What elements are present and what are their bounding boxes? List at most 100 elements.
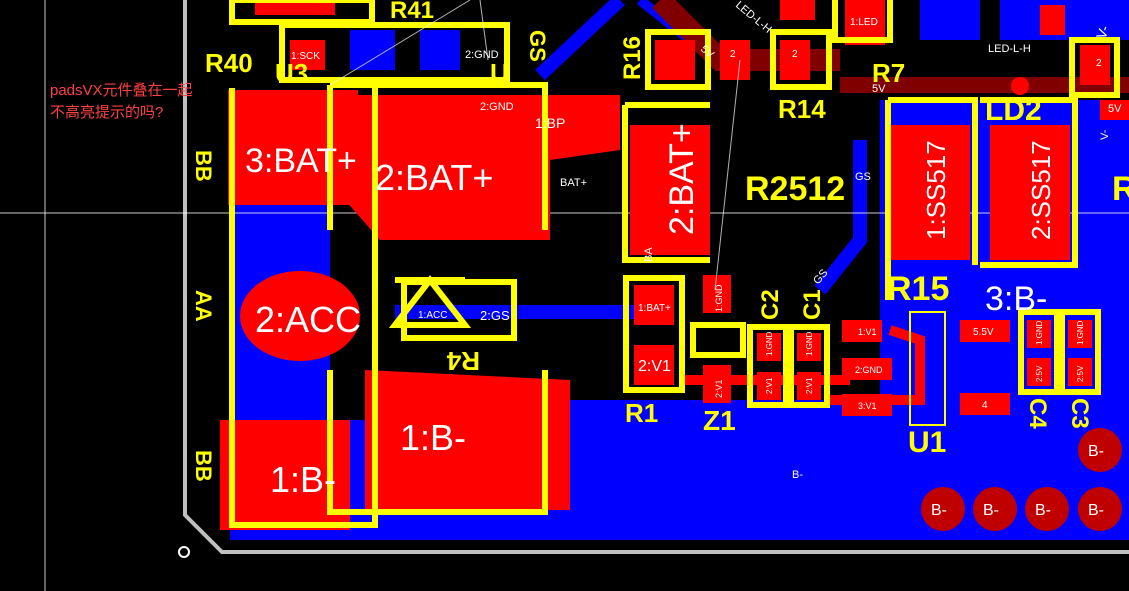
label-bb1: BB (191, 150, 216, 182)
padlabel-bminus1a: 1:B- (270, 459, 336, 500)
silk-u3 (229, 88, 378, 528)
via-b5 (1078, 428, 1122, 472)
via-b3 (1025, 487, 1069, 531)
annotation-note: padsVX元件叠在一起 不高亮提示的吗? (50, 80, 193, 124)
pad-labels: 3:BAT+ 2:BAT+ 2:BAT+ 2:ACC 1:B- 1:B- 3:B… (245, 17, 1104, 519)
ratsnest (329, 0, 741, 291)
padlabel-acc: 2:ACC (255, 299, 361, 340)
pad-c3-2 (1068, 358, 1092, 386)
silk-r1 (623, 275, 685, 393)
net-ba: BA (643, 247, 655, 262)
pad-z1-1gnd (703, 275, 731, 313)
silk-u1 (909, 311, 946, 426)
silk-r16 (622, 102, 710, 263)
label-r7: R7 (872, 58, 905, 88)
label-r-partial: R (1112, 170, 1129, 208)
dark-via (1011, 77, 1029, 95)
net-gs: GS (855, 171, 871, 183)
padlabel-c3-2: 2:5V (1076, 365, 1085, 382)
padlabel-b5: B- (1088, 443, 1104, 460)
padlabel-bminus1b: 1:B- (400, 417, 466, 458)
label-c4: C4 (1024, 398, 1051, 429)
silk-r14-top (770, 29, 832, 90)
pad-bat-plus-2a (345, 95, 620, 240)
label-u1: U1 (908, 426, 946, 459)
via-b4 (1078, 487, 1122, 531)
padlabel-ss2: 2:SS517 (1026, 140, 1056, 240)
pad-ss517-1 (885, 125, 970, 260)
pad-b-minus-1b (365, 370, 570, 510)
pad-1sck (290, 40, 325, 70)
label-bb2: BB (191, 450, 216, 482)
padlabel-1gnd-z: 1:GND (714, 284, 724, 312)
net-5v-c: 5V (1108, 103, 1122, 115)
pad-bat-plus-3 (228, 90, 358, 205)
pad-c3-1 (1068, 320, 1092, 348)
net-bat-plus: BAT+ (560, 177, 587, 189)
blue-pad-top2 (420, 30, 460, 70)
net-v-minus: V- (1099, 129, 1111, 140)
silk-b-minus (327, 370, 548, 515)
padlabel-1bat: 1:BAT+ (638, 303, 671, 314)
label-r14: R14 (778, 94, 826, 124)
padlabel-4: 4 (982, 400, 988, 411)
padlabel-2gs: 2:GS (480, 308, 510, 323)
via-group[interactable] (921, 428, 1122, 531)
padlabel-c3-1: 1:GND (1076, 320, 1085, 345)
silk-r16-top (645, 29, 711, 90)
net-led-l-h2: LED-L-H (733, 0, 774, 36)
label-u3: U3 (275, 58, 308, 88)
pad-2v1 (634, 345, 674, 385)
padlabel-2b: 2 (792, 49, 798, 60)
pad-c4-1 (1027, 320, 1051, 348)
board-outline (183, 0, 1129, 554)
padlabel-1led: 1:LED (850, 17, 878, 28)
silk-c3 (1059, 309, 1101, 395)
silk-c4 (1018, 309, 1060, 395)
pad-u1-1v1 (842, 320, 882, 342)
blue-top-right (920, 0, 980, 40)
label-r1: R1 (625, 398, 658, 428)
padlabel-2v1-z: 2:V1 (714, 379, 724, 398)
pad-r16-1 (655, 40, 695, 80)
label-gs-partial: GS (525, 30, 550, 62)
padlabel-1acc: 1:ACC (418, 310, 447, 321)
pad-r14-1 (780, 40, 810, 80)
label-r41: R41 (390, 0, 434, 24)
padlabel-bminus3: 3:B- (985, 280, 1047, 318)
pad-c2-1 (757, 333, 781, 361)
padlabel-c1-1: 1:GND (805, 331, 814, 356)
label-r15: R15 (887, 270, 949, 308)
silk-bat (330, 82, 548, 230)
padlabel-c4-1: 1:GND (1035, 320, 1044, 345)
padlabel-2v1: 2:V1 (638, 358, 671, 375)
label-ld2: LD2 (985, 94, 1042, 127)
via-b2 (973, 487, 1017, 531)
padlabel-1sck: 1:SCK (291, 51, 320, 62)
padlabel-c4-2: 2:5V (1035, 365, 1044, 382)
padlabel-bat3: 3:BAT+ (245, 142, 357, 180)
pad-top-c4 (1100, 100, 1129, 120)
blue-trace-gs2 (814, 140, 867, 295)
pad-top-left (255, 0, 335, 15)
pad-u1-2gnd (842, 358, 892, 380)
blue-trace-diag1 (535, 0, 625, 81)
net-gnd: 2:GND (480, 101, 514, 113)
padlabel-b1: B- (931, 502, 947, 519)
padlabel-b3: B- (1035, 502, 1051, 519)
padlabel-bat2a: 2:BAT+ (375, 157, 493, 198)
padlabel-1v1: 1:V1 (858, 327, 877, 337)
pad-4 (960, 393, 1010, 415)
pad-top-c2 (1040, 5, 1065, 35)
label-r16: R16 (619, 36, 646, 80)
net-5v-b: 5V (872, 83, 886, 95)
pad-c1-1 (797, 333, 821, 361)
origin-marker (178, 546, 190, 558)
label-c1: C1 (799, 289, 826, 320)
pad-r16-2 (720, 40, 750, 80)
padlabel-2: 2 (730, 49, 736, 60)
red-trace-u1 (830, 325, 925, 405)
label-r40: R40 (205, 48, 253, 78)
